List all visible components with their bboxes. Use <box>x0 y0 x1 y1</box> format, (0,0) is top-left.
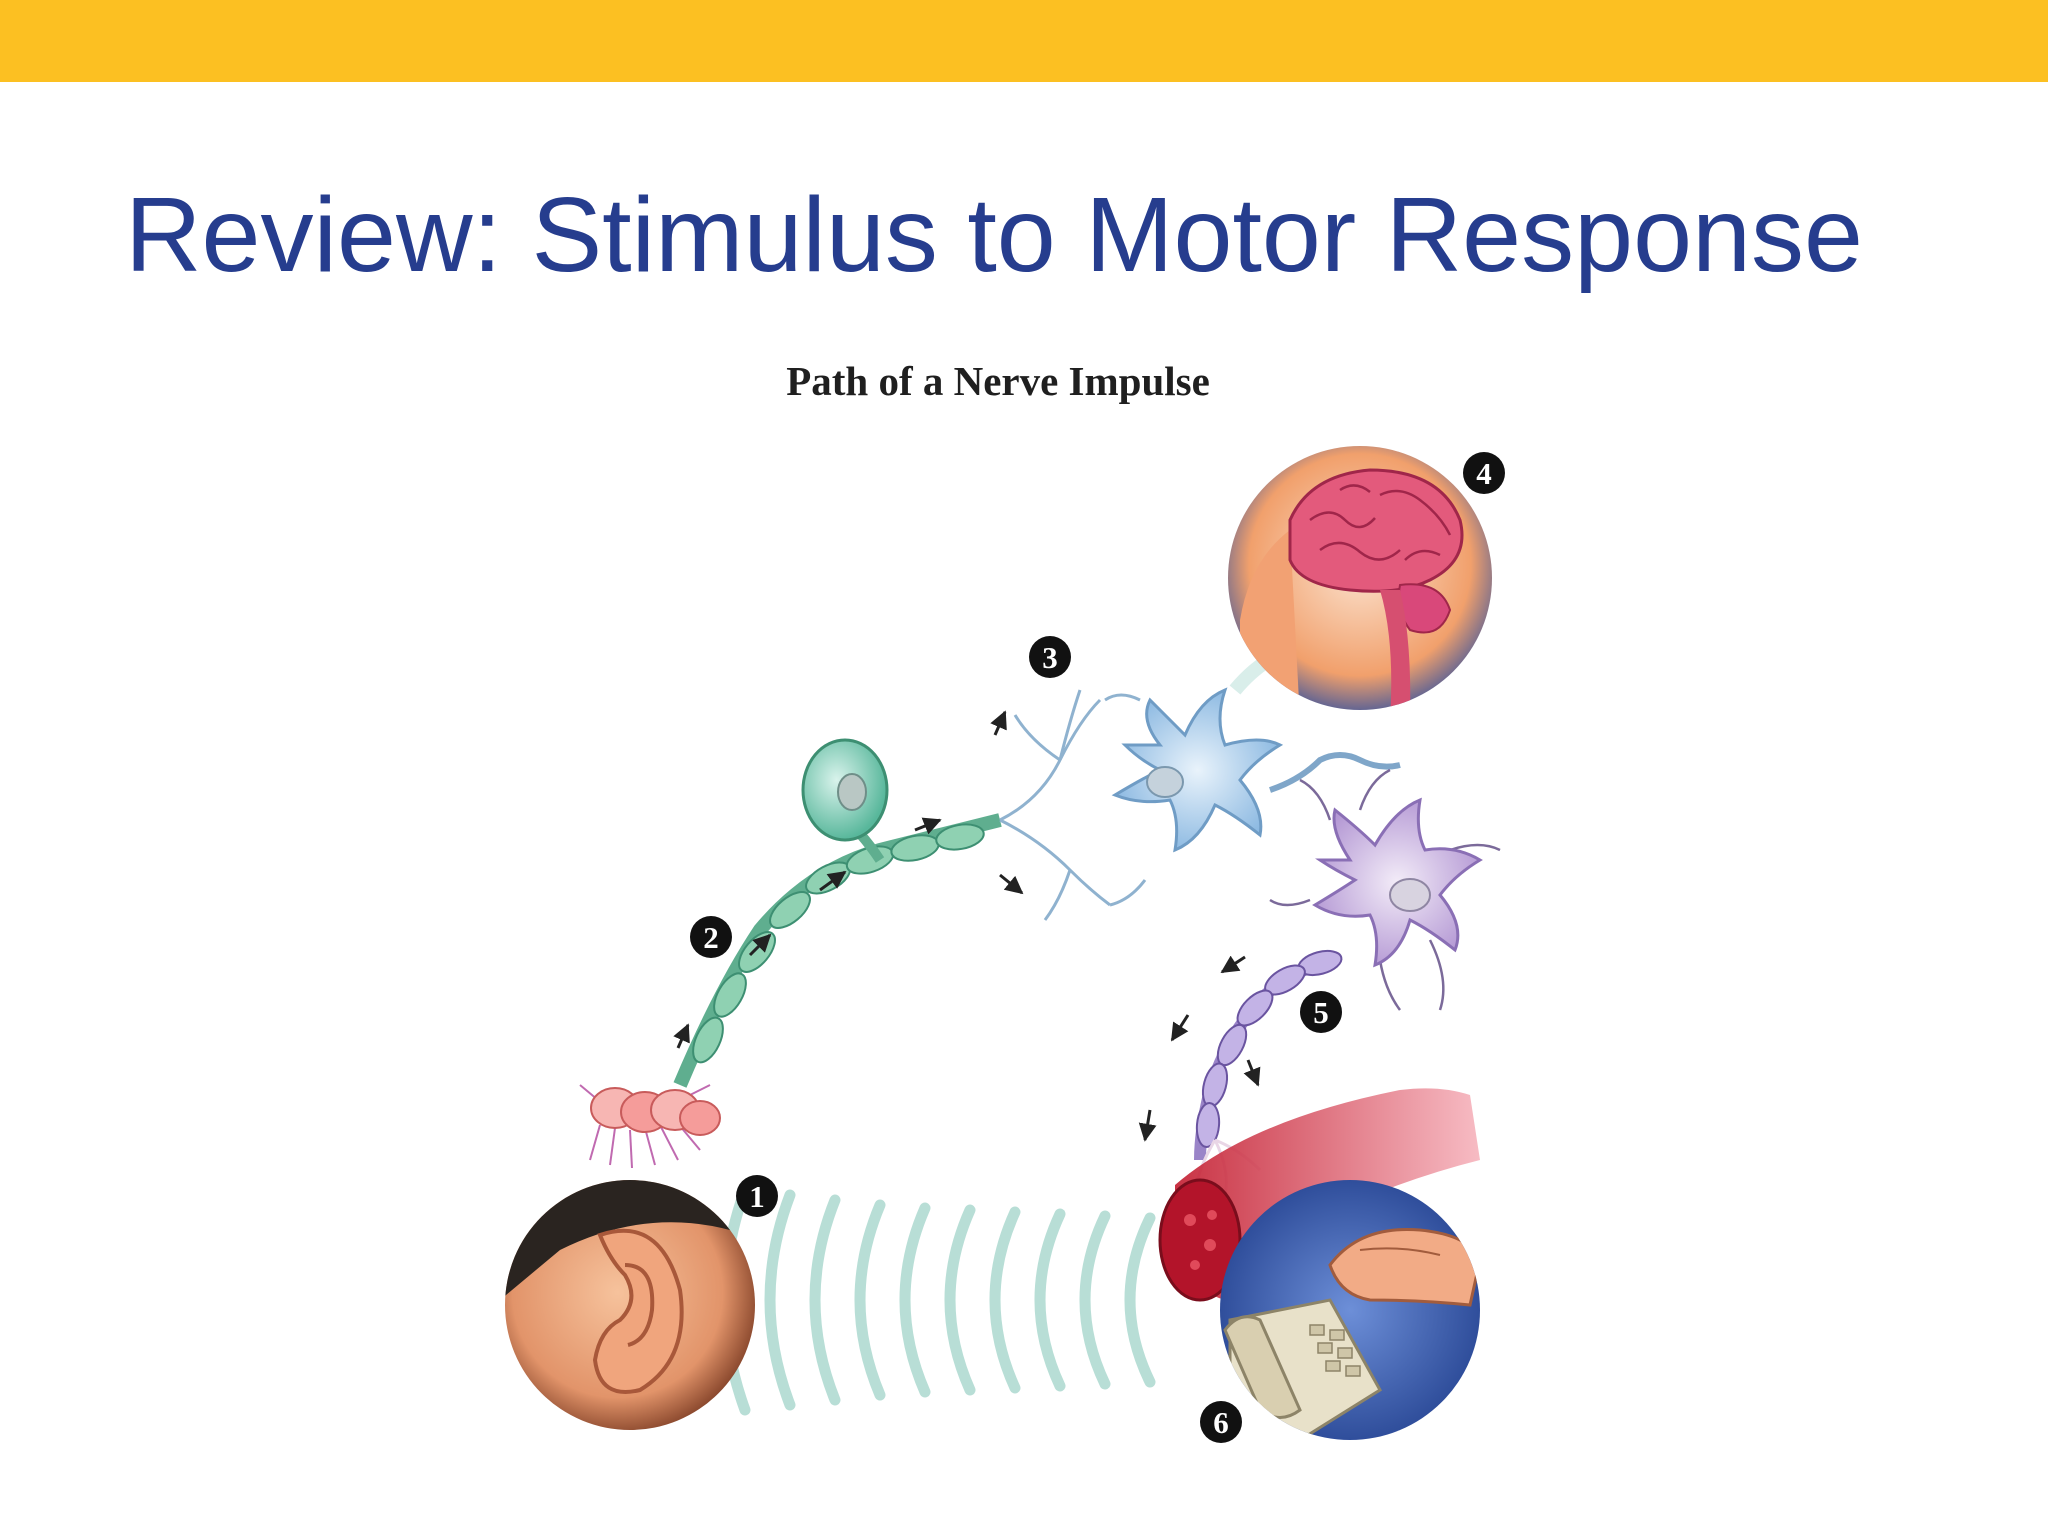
diagram-title: Path of a Nerve Impulse <box>786 358 1210 404</box>
step-badge-4: 4 <box>1463 452 1505 494</box>
step-badge-5: 5 <box>1300 991 1342 1033</box>
step-number-5: 5 <box>1313 995 1329 1030</box>
step-number-1: 1 <box>749 1179 765 1214</box>
step-badge-2: 2 <box>690 916 732 958</box>
brain-icon <box>1228 446 1492 710</box>
slide-title: Review: Stimulus to Motor Response <box>125 176 1863 294</box>
motor-neuron-icon <box>1193 768 1501 1196</box>
sensory-receptor-icon <box>579 1084 721 1169</box>
impulse-arrows <box>673 710 1261 1142</box>
step-number-6: 6 <box>1213 1405 1229 1440</box>
step-number-3: 3 <box>1042 640 1058 675</box>
step-badge-1: 1 <box>736 1175 778 1217</box>
step-badge-3: 3 <box>1029 636 1071 678</box>
step-badge-6: 6 <box>1200 1401 1242 1443</box>
sound-waves <box>719 1184 1156 1416</box>
hand-phone-icon <box>1220 1180 1480 1440</box>
top-accent-bar <box>0 0 2048 82</box>
nerve-impulse-diagram: Path of a Nerve Impulse <box>505 358 1505 1443</box>
ear-icon <box>505 1180 755 1430</box>
step-number-4: 4 <box>1476 456 1492 491</box>
step-number-2: 2 <box>703 920 719 955</box>
sensory-neuron-icon <box>673 738 1002 1088</box>
